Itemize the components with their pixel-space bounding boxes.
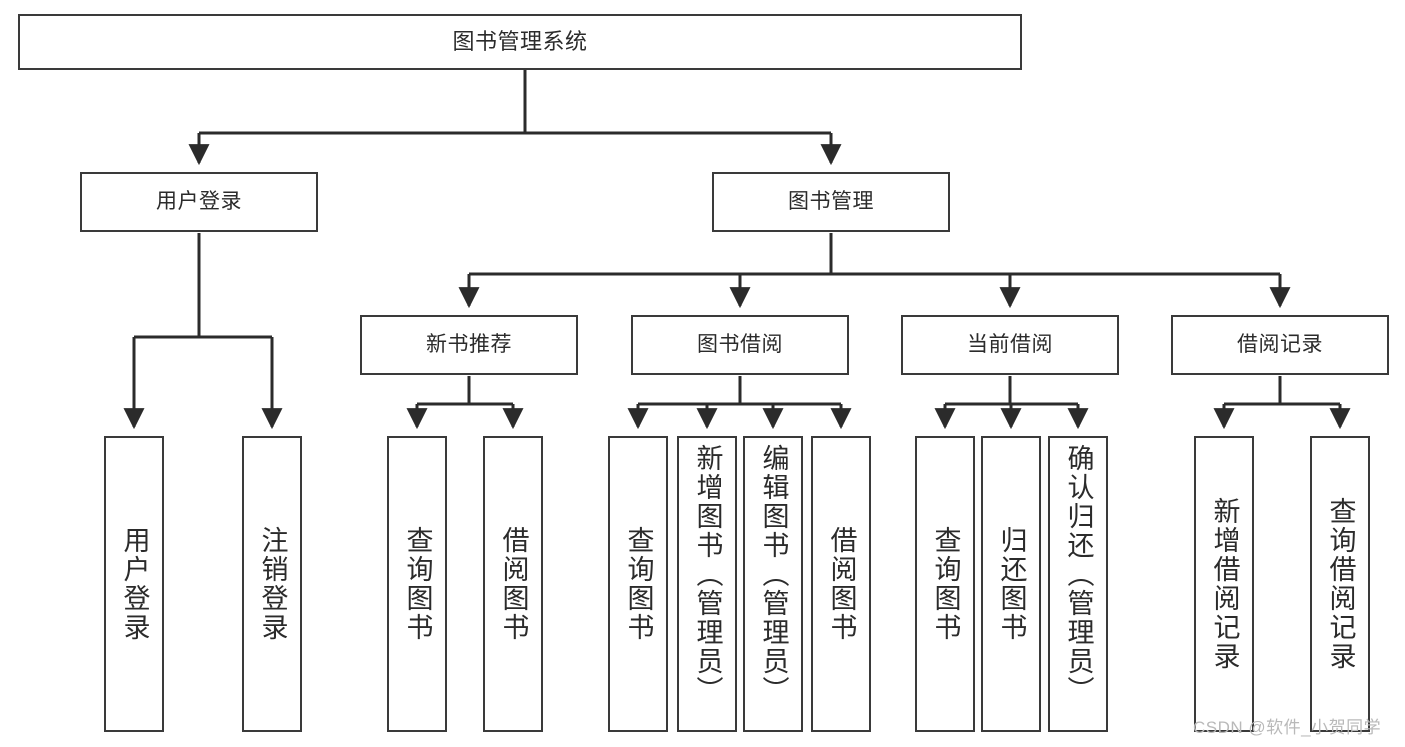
- node-label: 编辑图书（管理员）: [758, 444, 789, 705]
- node-label: 图书借阅: [697, 332, 783, 356]
- node-label: 查询图书: [930, 526, 961, 642]
- node-leaf-borrow-book-1[interactable]: 借阅图书: [483, 436, 543, 732]
- node-leaf-query-book-1[interactable]: 查询图书: [387, 436, 447, 732]
- node-book-borrow[interactable]: 图书借阅: [631, 315, 849, 375]
- node-leaf-edit-book[interactable]: 编辑图书（管理员）: [743, 436, 803, 732]
- node-label: 当前借阅: [967, 332, 1053, 356]
- node-label: 查询图书: [623, 526, 654, 642]
- node-user-login[interactable]: 用户登录: [80, 172, 318, 232]
- node-label: 新增借阅记录: [1209, 497, 1240, 671]
- node-label: 图书管理系统: [452, 29, 588, 55]
- node-label: 确认归还（管理员）: [1063, 444, 1094, 705]
- node-leaf-logout-login[interactable]: 注销登录: [242, 436, 302, 732]
- node-borrow-record[interactable]: 借阅记录: [1171, 315, 1389, 375]
- node-root-book-management-system[interactable]: 图书管理系统: [18, 14, 1022, 70]
- node-current-borrow[interactable]: 当前借阅: [901, 315, 1119, 375]
- node-leaf-add-book[interactable]: 新增图书（管理员）: [677, 436, 737, 732]
- node-label: 查询图书: [402, 526, 433, 642]
- node-leaf-user-login[interactable]: 用户登录: [104, 436, 164, 732]
- node-label: 新书推荐: [426, 332, 512, 356]
- node-leaf-query-book-2[interactable]: 查询图书: [608, 436, 668, 732]
- node-label: 图书管理: [788, 189, 874, 213]
- node-label: 借阅图书: [826, 526, 857, 642]
- node-label: 注销登录: [257, 526, 288, 642]
- node-label: 查询借阅记录: [1325, 497, 1356, 671]
- node-leaf-borrow-book-2[interactable]: 借阅图书: [811, 436, 871, 732]
- node-label: 新增图书（管理员）: [692, 444, 723, 705]
- node-label: 用户登录: [119, 526, 150, 642]
- node-label: 借阅图书: [498, 526, 529, 642]
- node-leaf-query-borrow-record[interactable]: 查询借阅记录: [1310, 436, 1370, 732]
- node-leaf-add-borrow-record[interactable]: 新增借阅记录: [1194, 436, 1254, 732]
- node-leaf-confirm-return[interactable]: 确认归还（管理员）: [1048, 436, 1108, 732]
- node-label: 归还图书: [996, 526, 1027, 642]
- node-leaf-query-book-3[interactable]: 查询图书: [915, 436, 975, 732]
- node-book-management[interactable]: 图书管理: [712, 172, 950, 232]
- node-label: 借阅记录: [1237, 332, 1323, 356]
- csdn-watermark: CSDN @软件_小贺同学: [1193, 718, 1382, 737]
- node-leaf-return-book[interactable]: 归还图书: [981, 436, 1041, 732]
- node-label: 用户登录: [156, 189, 242, 213]
- node-new-book-recommend[interactable]: 新书推荐: [360, 315, 578, 375]
